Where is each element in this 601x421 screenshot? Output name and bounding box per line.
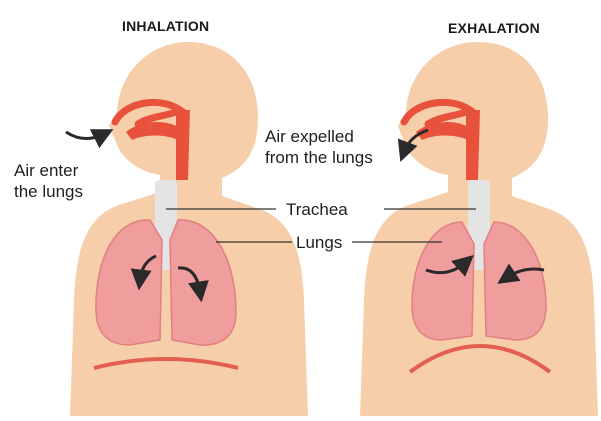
air-enter-line-2: the lungs: [14, 181, 83, 202]
air-expelled-line-1: Air expelled: [265, 126, 373, 147]
air-enter-line-1: Air enter: [14, 160, 83, 181]
lungs-label: Lungs: [296, 232, 342, 253]
exhalation-title: EXHALATION: [448, 20, 540, 36]
exhalation-pharynx: [466, 110, 480, 180]
air-expelled-label: Air expelled from the lungs: [265, 126, 373, 168]
air-expelled-line-2: from the lungs: [265, 147, 373, 168]
curved-arrow-icon: [66, 132, 104, 139]
inhalation-title: INHALATION: [122, 18, 209, 34]
inhalation-figure: [66, 42, 308, 416]
inhalation-pharynx: [176, 110, 190, 180]
exhalation-figure: [360, 42, 598, 416]
trachea-label: Trachea: [286, 199, 348, 220]
air-enter-label: Air enter the lungs: [14, 160, 83, 202]
